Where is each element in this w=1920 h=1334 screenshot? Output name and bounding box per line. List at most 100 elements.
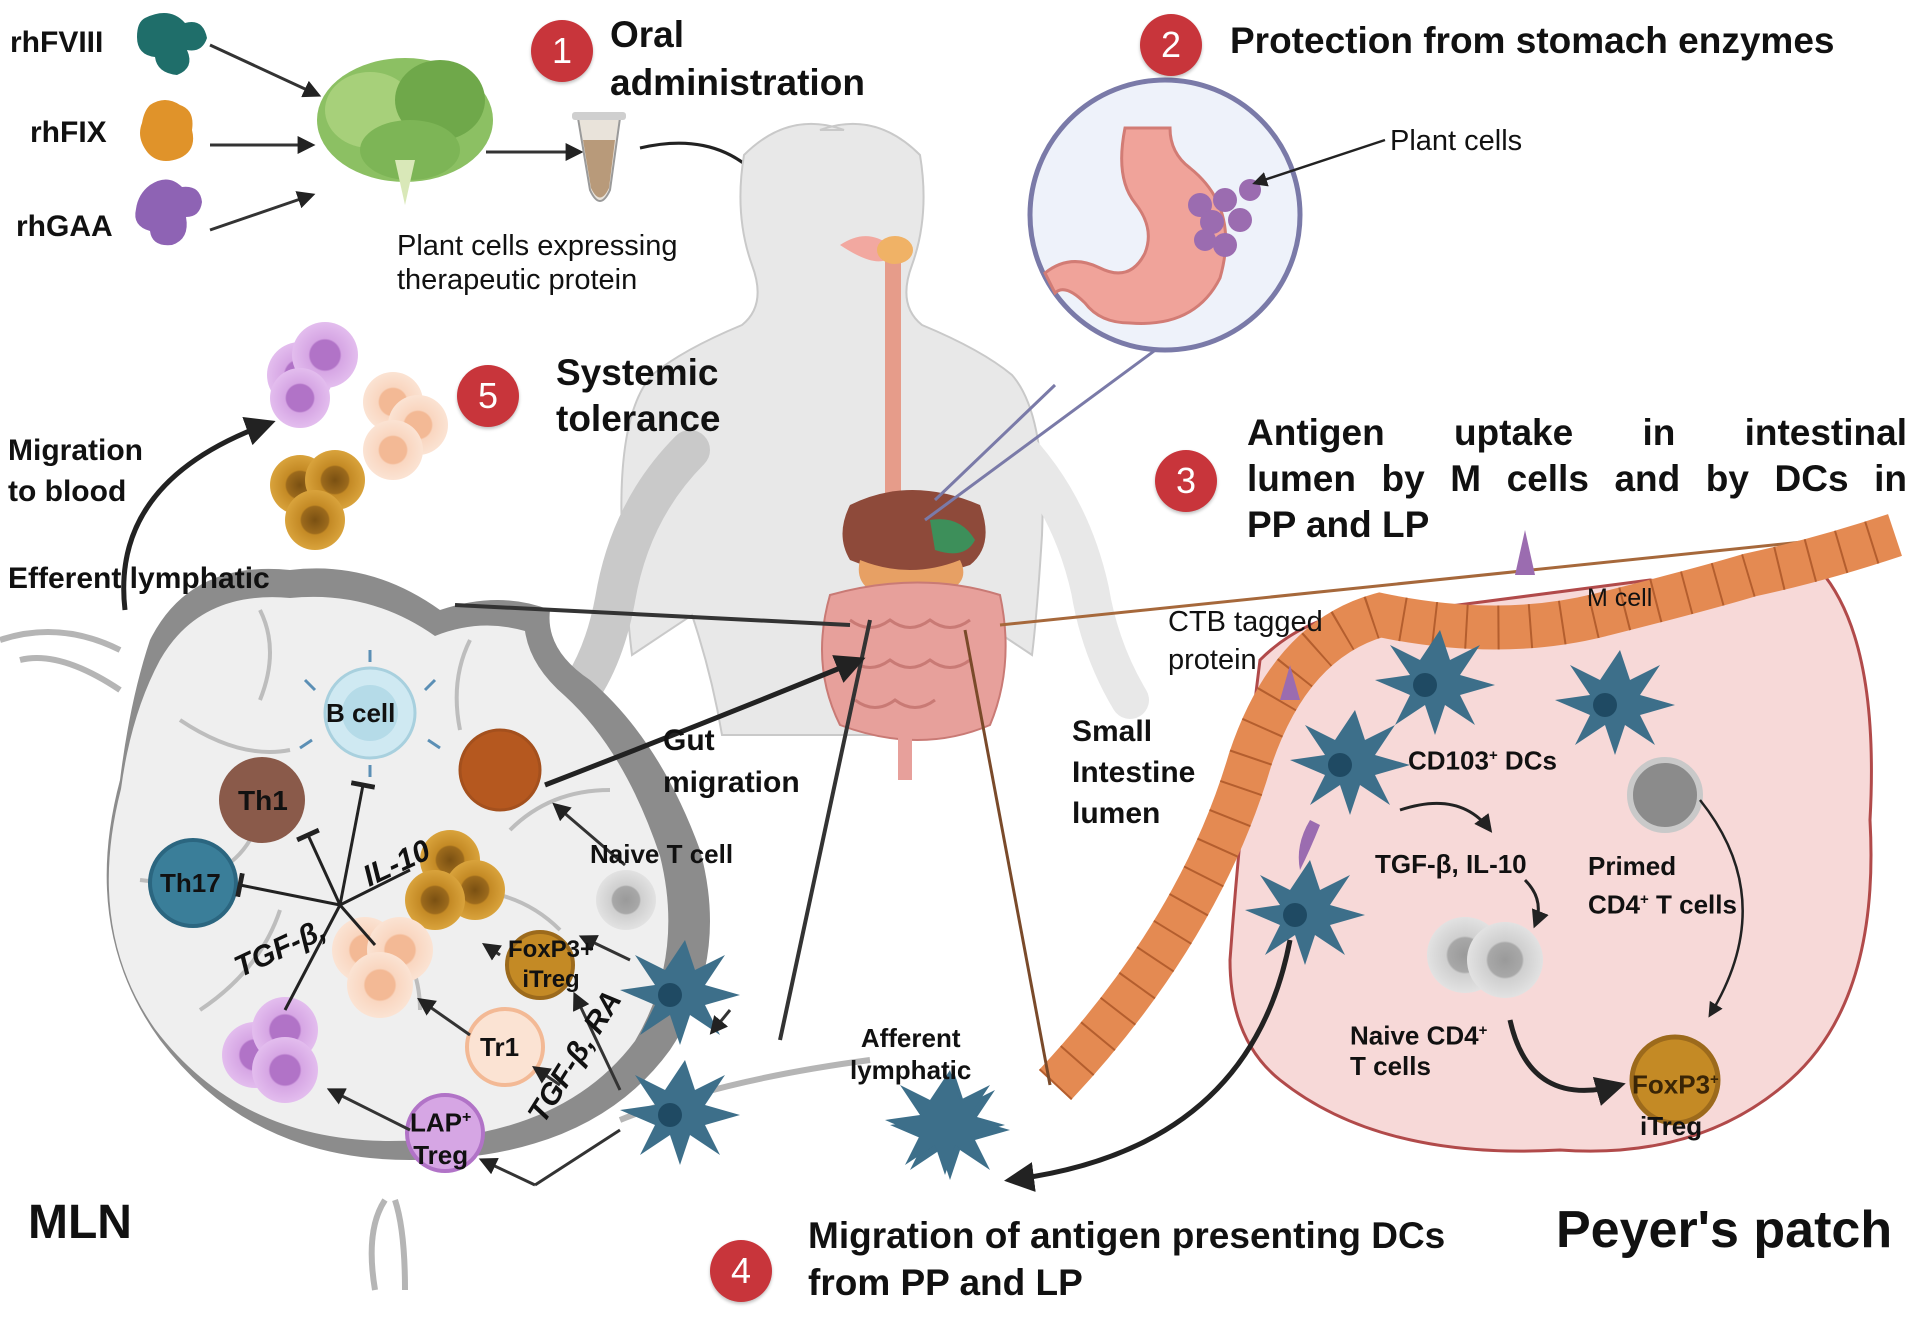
pp-dendritic-cell <box>1555 650 1675 755</box>
naive-cd4-line2: T cells <box>1350 1051 1431 1081</box>
naive-cd4-cells <box>1427 917 1543 998</box>
foxp3-itreg-label-line2: iTreg <box>522 966 580 993</box>
naive-t-cell-label: Naive T cell <box>590 839 734 869</box>
foxp3-itreg-label: FoxP3+ iTreg <box>508 935 594 995</box>
step-3-badge: 3 <box>1155 450 1217 512</box>
primed-cd4-suffix: T cells <box>1648 889 1737 920</box>
pp-dendritic-cell <box>1245 860 1365 965</box>
afferent-dendritic-cell <box>885 1070 1005 1175</box>
small-intestine-line1: Small <box>1072 715 1153 748</box>
naive-t-cell <box>596 870 656 930</box>
test-tube-icon <box>572 112 626 202</box>
naive-cd4-text: Naive CD4 <box>1350 1020 1479 1051</box>
pp-foxp3-label: FoxP3+ <box>1632 1064 1719 1101</box>
systemic-peach-cells <box>363 372 448 480</box>
step-5-line2: tolerance <box>556 398 721 439</box>
naive-cd4-sup: + <box>1478 1022 1488 1039</box>
protein-fviii-icon <box>137 13 207 75</box>
efferent-lymphatic-label: Efferent lymphatic <box>8 562 270 595</box>
tr1-label: Tr1 <box>480 1032 520 1062</box>
pp-itreg-label: iTreg <box>1640 1111 1703 1141</box>
pp-foxp3-text: FoxP3 <box>1632 1069 1711 1100</box>
pp-dendritic-cell <box>1290 710 1410 815</box>
lap-treg-cell <box>405 1093 485 1173</box>
dendritic-cell <box>620 1060 740 1165</box>
protein-label-gaa: rhGAA <box>16 210 113 243</box>
primed-cd4-cell <box>1627 757 1703 833</box>
foxp3-itreg-cell <box>505 930 575 1000</box>
cd103-text: CD103 <box>1408 745 1489 776</box>
th1-label: Th1 <box>238 785 288 816</box>
m-cell-right <box>1515 530 1535 575</box>
step-3-line1: Antigen uptake in intestinal <box>1247 412 1907 453</box>
cd103-sup: + <box>1488 747 1498 764</box>
primed-cd4-text: CD4 <box>1588 889 1641 920</box>
migration-to-blood-line1: Migration <box>8 434 143 467</box>
mln-purple-cells <box>222 997 318 1103</box>
primed-cd4-line1: Primed <box>1588 851 1677 881</box>
step-4-line2: from PP and LP <box>808 1262 1083 1303</box>
systemic-purple-cells <box>267 322 358 428</box>
ctb-label-line2: protein <box>1168 644 1257 676</box>
human-body-figure <box>535 122 1149 780</box>
stomach-icon <box>1043 126 1228 325</box>
cd103-suffix: DCs <box>1497 745 1557 776</box>
step-3-line3: PP and LP <box>1247 504 1430 545</box>
migration-to-blood-line2: to blood <box>8 475 127 508</box>
tr1-cell <box>465 1007 545 1087</box>
primed-cd4-sup: + <box>1640 891 1649 908</box>
b-cell-label: B cell <box>326 698 396 728</box>
protein-gaa-icon <box>135 179 202 246</box>
pp-dendritic-cell <box>1375 630 1495 735</box>
protein-fix-icon <box>140 100 194 162</box>
mln-label: MLN <box>28 1196 132 1249</box>
step-5-line1: Systemic <box>556 352 719 393</box>
th1-cell <box>219 757 305 843</box>
plant-cells-label: Plant cells <box>1390 125 1523 157</box>
lap-treg-label-text: LAP <box>410 1107 462 1138</box>
afferent-lymphatic-label: Afferent lymphatic <box>850 1022 971 1086</box>
ctb-label-line1: CTB tagged <box>1168 606 1323 638</box>
systemic-gold-cells <box>270 450 365 550</box>
tgfb-il10-pp-label: TGF-β, IL-10 <box>1375 849 1527 879</box>
peyers-patch-label: Peyer's patch <box>1556 1201 1893 1259</box>
plant-cells-expressing-line1: Plant cells expressing <box>397 230 678 262</box>
gut-migration-line1: Gut <box>663 724 715 757</box>
protein-label-fix: rhFIX <box>30 116 107 149</box>
intestinal-epithelium <box>1038 514 1902 1101</box>
cd103-dcs-label: CD103+ DCs <box>1408 740 1557 777</box>
step-2-title: Protection from stomach enzymes <box>1230 20 1835 61</box>
pp-foxp3-sup: + <box>1710 1071 1719 1088</box>
lap-treg-sup: + <box>462 1109 472 1126</box>
step-2-badge: 2 <box>1140 14 1202 76</box>
step-1-title-line1: Oral <box>610 14 685 55</box>
naive-cd4-line1: Naive CD4+ <box>1350 1015 1487 1052</box>
mln-peach-cells <box>332 917 433 1018</box>
step-4-badge: 4 <box>710 1240 772 1302</box>
activated-cell <box>458 728 542 812</box>
m-cell-left <box>1280 665 1300 700</box>
plant-cells-cluster <box>1188 179 1261 257</box>
gut-migration-line2: migration <box>663 766 800 799</box>
small-intestine-line2: Intestine <box>1072 756 1196 789</box>
th17-label: Th17 <box>160 868 221 898</box>
step-1-badge: 1 <box>531 20 593 82</box>
step-4-line1: Migration of antigen presenting DCs <box>808 1215 1446 1256</box>
m-cell-label: M cell <box>1587 584 1653 612</box>
step-5-badge: 5 <box>457 365 519 427</box>
plant-cells-expressing-line2: therapeutic protein <box>397 264 638 296</box>
afferent-lymphatic-line1: Afferent <box>860 1023 961 1053</box>
lap-treg-label: LAP+ Treg <box>410 1102 471 1171</box>
afferent-lymphatic-line2: lymphatic <box>850 1055 972 1085</box>
step-3-line2: lumen by M cells and by DCs in <box>1247 458 1907 499</box>
lap-treg-label-line1: LAP+ <box>410 1102 471 1139</box>
small-intestine-line3: lumen <box>1072 797 1161 830</box>
protein-label-fviii: rhFVIII <box>10 26 104 59</box>
lettuce-icon <box>317 58 493 205</box>
lap-treg-label-line2: Treg <box>413 1139 469 1170</box>
b-cell <box>299 650 441 777</box>
mln-gold-cells <box>405 830 505 930</box>
step-1-title-line2: administration <box>610 62 865 103</box>
primed-cd4-line2: CD4+ T cells <box>1588 884 1737 921</box>
